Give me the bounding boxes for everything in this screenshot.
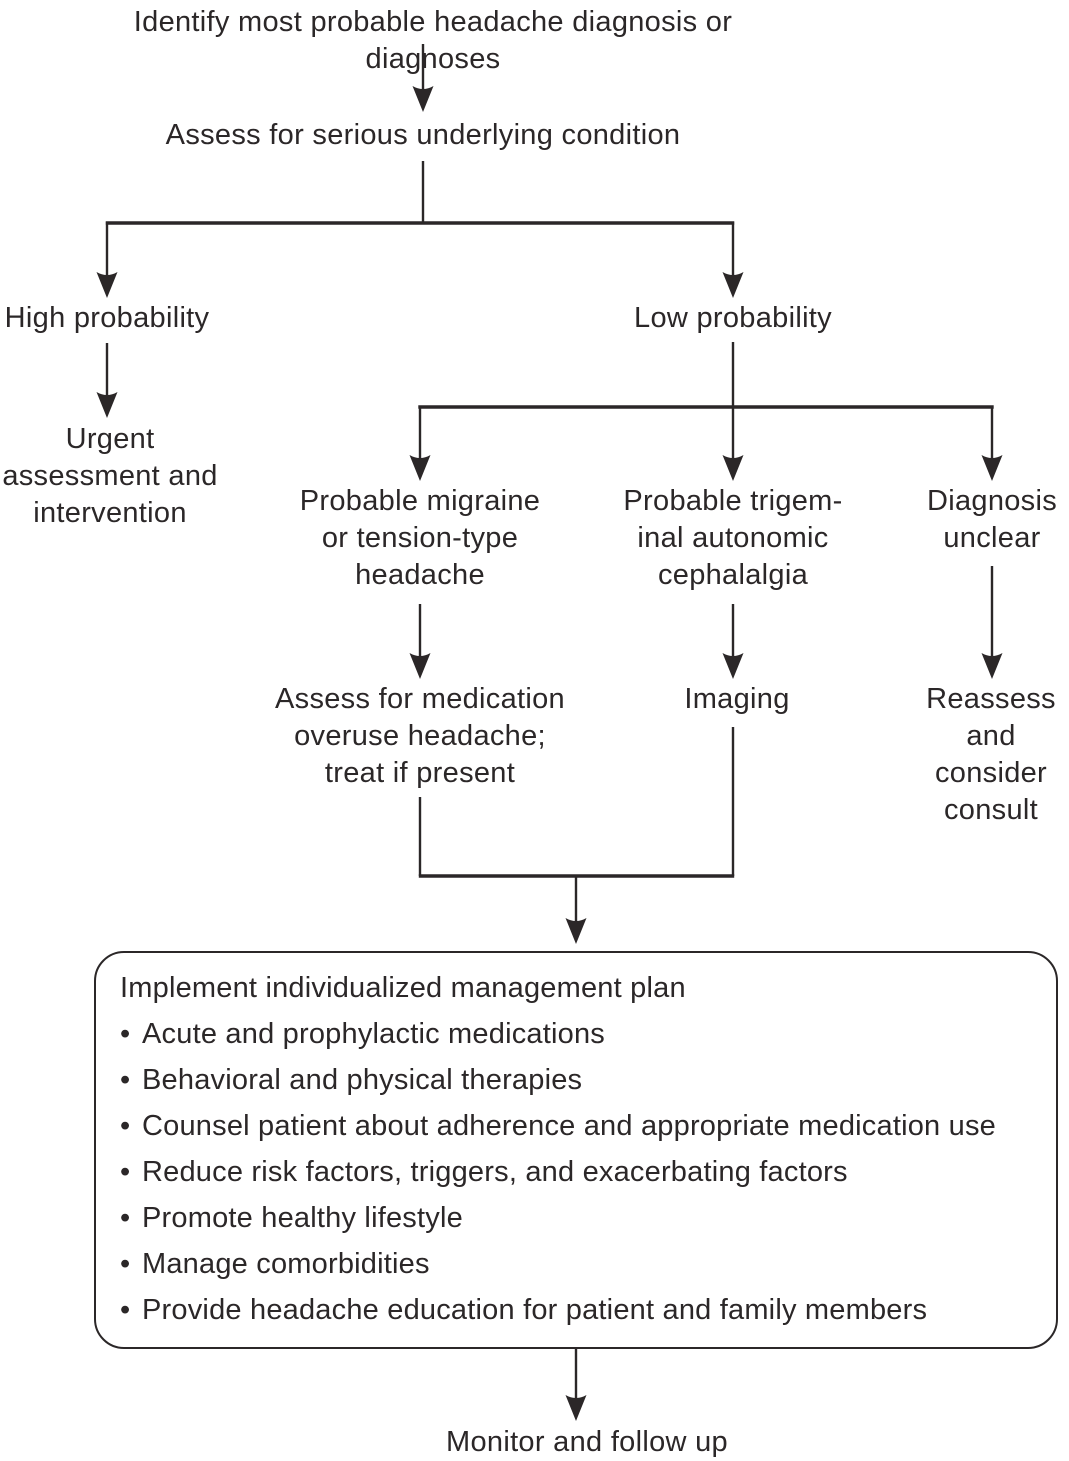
arrowhead-unclear bbox=[981, 455, 1003, 481]
arrowhead-imaging bbox=[722, 653, 744, 679]
node-diagnosis-unclear: Diagnosis unclear bbox=[926, 485, 1058, 554]
bullet-icon: • bbox=[120, 1294, 131, 1326]
arrowhead-high bbox=[96, 272, 118, 298]
node-imaging: Imaging bbox=[684, 683, 790, 715]
node-assess-serious-condition: Assess for serious underlying condition bbox=[165, 119, 681, 151]
bullet-icon: • bbox=[120, 1110, 131, 1142]
list-item-text: Acute and prophylactic medications bbox=[142, 1018, 605, 1050]
list-item: • Behavioral and physical therapies bbox=[120, 1057, 1038, 1103]
arrowhead-management-box bbox=[565, 918, 587, 944]
list-item: • Acute and prophylactic medications bbox=[120, 1011, 1038, 1057]
bullet-icon: • bbox=[120, 1018, 131, 1050]
list-item-text: Behavioral and physical therapies bbox=[142, 1064, 583, 1096]
list-item: • Manage comorbidities bbox=[120, 1241, 1038, 1287]
arrowhead-urgent bbox=[96, 392, 118, 418]
list-item: • Counsel patient about adherence and ap… bbox=[120, 1103, 1038, 1149]
arrowhead-moh bbox=[409, 653, 431, 679]
list-item: • Promote healthy lifestyle bbox=[120, 1195, 1038, 1241]
node-low-probability: Low probability bbox=[634, 302, 832, 334]
arrowhead-migraine bbox=[409, 455, 431, 481]
bullet-icon: • bbox=[120, 1156, 131, 1188]
node-probable-trigeminal-autonomic-cephalalgia: Probable trigem- inal autonomic cephalal… bbox=[623, 485, 843, 591]
list-item-text: Reduce risk factors, triggers, and exace… bbox=[142, 1156, 848, 1188]
list-item: • Provide headache education for patient… bbox=[120, 1287, 1038, 1333]
management-plan-list: • Acute and prophylactic medications • B… bbox=[120, 1011, 1038, 1333]
node-assess-medication-overuse: Assess for medication overuse headache; … bbox=[275, 683, 565, 789]
bullet-icon: • bbox=[120, 1248, 131, 1280]
management-plan-title: Implement individualized management plan bbox=[120, 972, 686, 1004]
arrowhead-reassess bbox=[981, 653, 1003, 679]
list-item-text: Counsel patient about adherence and appr… bbox=[142, 1110, 996, 1142]
arrowhead-low bbox=[722, 272, 744, 298]
node-monitor-follow-up: Monitor and follow up bbox=[446, 1426, 728, 1458]
list-item-text: Manage comorbidities bbox=[142, 1248, 430, 1280]
node-probable-migraine: Probable migraine or tension-type headac… bbox=[299, 485, 541, 591]
management-plan-box: Implement individualized management plan… bbox=[94, 951, 1058, 1349]
arrowhead-assess bbox=[412, 86, 434, 112]
node-urgent-assessment: Urgent assessment and intervention bbox=[2, 423, 218, 529]
arrowhead-monitor bbox=[565, 1395, 587, 1421]
bullet-icon: • bbox=[120, 1202, 131, 1234]
bullet-icon: • bbox=[120, 1064, 131, 1096]
list-item: • Reduce risk factors, triggers, and exa… bbox=[120, 1149, 1038, 1195]
list-item-text: Provide headache education for patient a… bbox=[142, 1294, 928, 1326]
node-identify-diagnosis: Identify most probable headache diagnosi… bbox=[133, 6, 733, 75]
arrowhead-tac bbox=[722, 455, 744, 481]
node-reassess-consider-consult: Reassess and consider consult bbox=[926, 683, 1056, 826]
node-high-probability: High probability bbox=[4, 302, 210, 334]
list-item-text: Promote healthy lifestyle bbox=[142, 1202, 463, 1234]
